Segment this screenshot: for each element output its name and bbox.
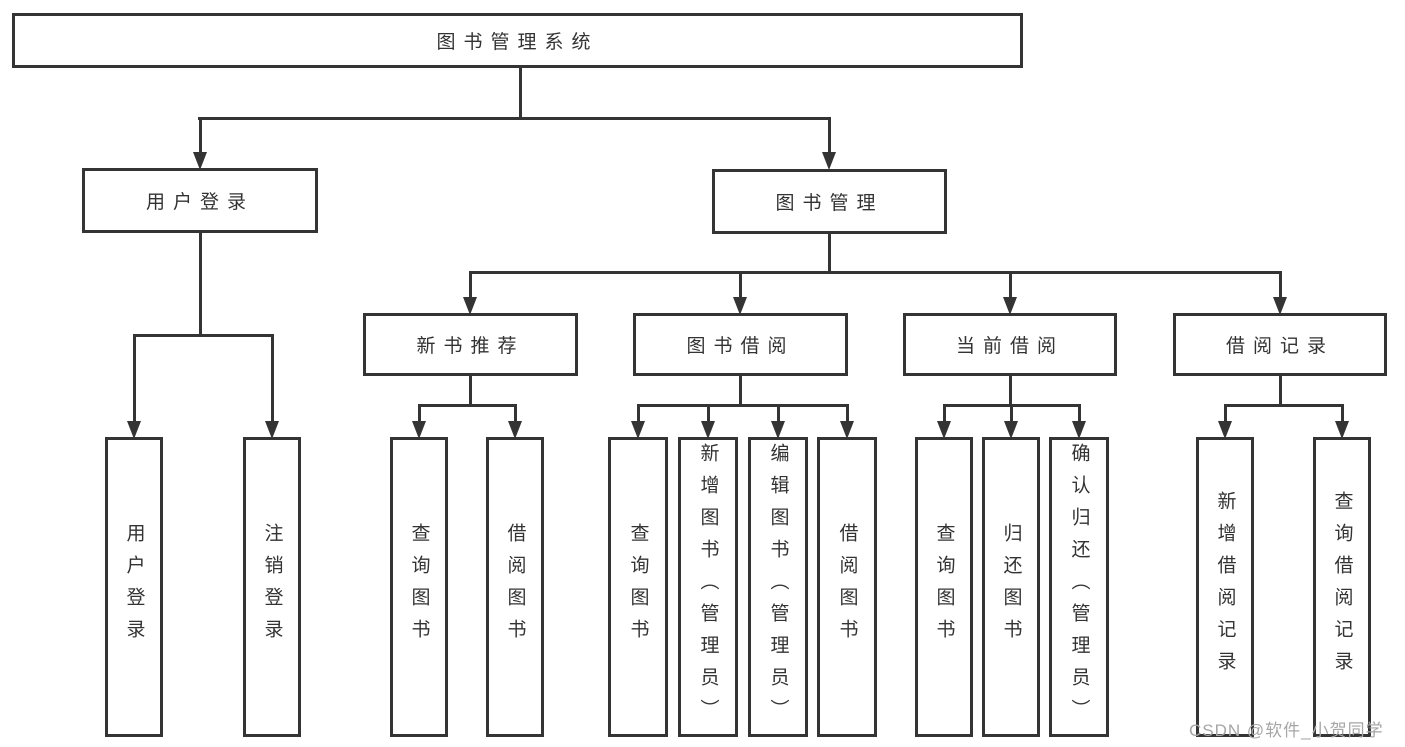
leaf-label: 查询图书 (627, 523, 649, 651)
arrow-down-icon (937, 421, 951, 439)
arrow-down-icon (701, 421, 715, 439)
node-label: 借阅记录 (1225, 336, 1334, 357)
leaf-borrowing-add-books-admin: 新增图书（管理员） (678, 437, 738, 737)
arrow-down-icon (193, 152, 207, 170)
leaf-label: 查询图书 (408, 523, 430, 651)
leaf-borrowing-borrow-books: 借阅图书 (817, 437, 877, 737)
connector-arrow-stem (707, 404, 710, 425)
leaf-label: 借阅图书 (836, 523, 858, 651)
leaf-label: 新增图书（管理员） (697, 443, 719, 731)
leaf-user-login: 用户登录 (105, 437, 163, 737)
connector-arrow-stem (1009, 271, 1012, 301)
leaf-label: 查询借阅记录 (1331, 491, 1353, 683)
leaf-records-query-record: 查询借阅记录 (1313, 437, 1371, 737)
leaf-recommend-query-books: 查询图书 (390, 437, 448, 737)
node-label: 图书管理 (775, 193, 884, 214)
leaf-recommend-borrow-books: 借阅图书 (486, 437, 544, 737)
node-label: 图书管理系统 (436, 32, 599, 53)
connector-borrowing-branch (637, 404, 849, 407)
leaf-label: 新增借阅记录 (1214, 491, 1236, 683)
arrow-down-icon (127, 421, 141, 439)
arrow-down-icon (733, 297, 747, 315)
node-book-borrowing: 图书借阅 (633, 313, 848, 376)
leaf-label: 归还图书 (1000, 523, 1022, 651)
leaf-label: 查询图书 (933, 523, 955, 651)
leaf-current-confirm-return-admin: 确认归还（管理员） (1049, 437, 1109, 737)
connector-level2-branch (198, 117, 831, 120)
leaf-label: 注销登录 (261, 523, 283, 651)
arrow-down-icon (1072, 421, 1086, 439)
leaf-borrowing-query-books: 查询图书 (608, 437, 668, 737)
node-label: 用户登录 (145, 192, 254, 213)
arrow-down-icon (1335, 421, 1349, 439)
connector-arrow-stem (469, 271, 472, 301)
connector-management-trunk (828, 232, 831, 274)
connector-user-branch (133, 334, 274, 337)
arrow-down-icon (1273, 297, 1287, 315)
arrow-down-icon (508, 421, 522, 439)
connector-arrow-stem (637, 404, 640, 425)
arrow-down-icon (822, 152, 836, 170)
connector-arrow-stem (777, 404, 780, 425)
connector-arrow-stem (1341, 404, 1344, 425)
arrow-down-icon (265, 421, 279, 439)
node-current-borrowing: 当前借阅 (903, 313, 1117, 376)
connector-arrow-stem (828, 117, 831, 156)
connector-arrow-stem (133, 334, 136, 425)
connector-arrow-stem (943, 404, 946, 425)
leaf-borrowing-edit-books-admin: 编辑图书（管理员） (748, 437, 808, 737)
node-root-system: 图书管理系统 (12, 13, 1023, 68)
connector-arrow-stem (418, 404, 421, 425)
arrow-down-icon (1218, 421, 1232, 439)
connector-arrow-stem (514, 404, 517, 425)
connector-records-trunk (1279, 374, 1282, 407)
connector-arrow-stem (739, 271, 742, 301)
connector-recommend-branch (418, 404, 517, 407)
connector-current-trunk (1009, 374, 1012, 407)
arrow-down-icon (771, 421, 785, 439)
leaf-logout: 注销登录 (243, 437, 301, 737)
connector-recommend-trunk (469, 374, 472, 407)
connector-arrow-stem (846, 404, 849, 425)
connector-arrow-stem (1279, 271, 1282, 301)
connector-user-trunk (199, 231, 202, 337)
leaf-records-add-record: 新增借阅记录 (1196, 437, 1254, 737)
connector-records-branch (1224, 404, 1344, 407)
leaf-label: 用户登录 (123, 523, 145, 651)
leaf-label: 编辑图书（管理员） (767, 443, 789, 731)
connector-root-trunk (519, 66, 522, 120)
arrow-down-icon (412, 421, 426, 439)
arrow-down-icon (463, 297, 477, 315)
node-user-login: 用户登录 (82, 168, 318, 233)
leaf-current-query-books: 查询图书 (915, 437, 973, 737)
arrow-down-icon (840, 421, 854, 439)
node-book-management: 图书管理 (712, 169, 947, 234)
node-label: 图书借阅 (686, 336, 795, 357)
connector-arrow-stem (1078, 404, 1081, 425)
csdn-watermark: CSDN @软件_小贺同学 (1189, 721, 1384, 740)
leaf-label: 确认归还（管理员） (1068, 443, 1090, 731)
node-label: 新书推荐 (416, 336, 525, 357)
connector-arrow-stem (1224, 404, 1227, 425)
arrow-down-icon (631, 421, 645, 439)
arrow-down-icon (1003, 297, 1017, 315)
connector-level3-branch (469, 271, 1282, 274)
node-label: 当前借阅 (955, 336, 1064, 357)
leaf-label: 借阅图书 (504, 523, 526, 651)
node-borrowing-records: 借阅记录 (1173, 313, 1387, 376)
arrow-down-icon (1004, 421, 1018, 439)
connector-arrow-stem (1010, 404, 1013, 425)
connector-arrow-stem (271, 334, 274, 425)
node-new-book-recommend: 新书推荐 (363, 313, 578, 376)
connector-borrowing-trunk (739, 374, 742, 407)
leaf-current-return-books: 归还图书 (982, 437, 1040, 737)
connector-arrow-stem (199, 117, 202, 156)
